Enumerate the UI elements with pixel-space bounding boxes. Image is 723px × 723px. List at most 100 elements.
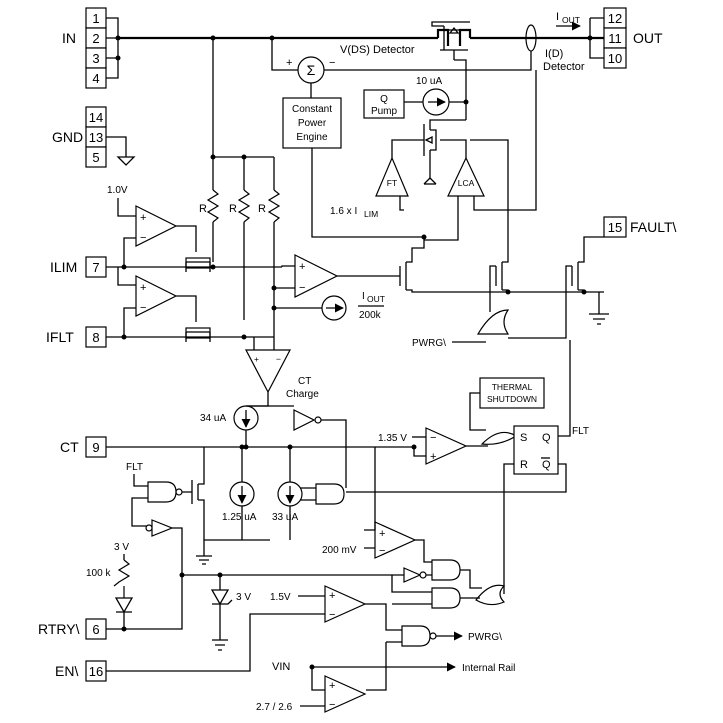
resistor-label-2: R <box>229 203 237 215</box>
flt-output-label: FLT <box>572 426 589 437</box>
svg-text:+: + <box>254 354 259 364</box>
pin-ct: 9 CT <box>60 436 107 458</box>
svg-text:LIM: LIM <box>364 209 378 219</box>
ft-amp-label: FT <box>387 178 397 188</box>
pin-out-label: OUT <box>633 30 663 46</box>
svg-text:OUT: OUT <box>562 15 580 25</box>
svg-text:−: − <box>379 545 385 557</box>
pin-2-number: 2 <box>92 31 99 46</box>
iflt-fet <box>185 327 211 339</box>
flt-input-label: FLT <box>126 462 143 473</box>
svg-text:16: 16 <box>89 664 103 679</box>
svg-text:Charge: Charge <box>286 389 319 400</box>
pin-iflt-label: IFLT <box>46 329 74 345</box>
r-100k-label: 100 k <box>86 568 111 579</box>
v-1v5-label: 1.5V <box>270 592 291 603</box>
iout-label: I <box>556 11 559 23</box>
svg-text:+: + <box>430 451 436 463</box>
pin-rtry: 6 RTRY\ <box>38 618 107 640</box>
pin-in-label: IN <box>62 30 76 46</box>
pin-13-number: 13 <box>89 130 103 145</box>
vin-label: VIN <box>272 661 290 673</box>
pin-group-out: 12 11 10 OUT <box>603 7 663 69</box>
svg-text:8: 8 <box>92 330 99 345</box>
svg-text:SHUTDOWN: SHUTDOWN <box>487 394 537 404</box>
pin-ilim: 7 ILIM <box>50 256 107 278</box>
v-3v-label: 3 V <box>114 542 129 553</box>
src-33ua-label: 33 uA <box>272 512 298 523</box>
ct-charge-label: CT <box>298 376 311 387</box>
internal-rail-label: Internal Rail <box>462 663 515 674</box>
svg-text:+: + <box>329 590 335 602</box>
svg-text:−: − <box>430 432 436 444</box>
zener-3v-label: 3 V <box>236 592 251 603</box>
svg-text:+: + <box>299 261 305 273</box>
pin-en-label: EN\ <box>55 663 78 679</box>
gate-control: FT LCA 1.6 x I LIM <box>330 70 537 241</box>
svg-text:Q: Q <box>380 94 388 105</box>
sum-symbol: Σ <box>307 62 316 78</box>
pwrg-input-label: PWRG\ <box>412 338 446 349</box>
v-200mv-label: 200 mV <box>322 545 357 556</box>
thermal-label: THERMAL <box>492 382 533 392</box>
svg-text:R: R <box>520 459 528 471</box>
svg-text:OUT: OUT <box>367 294 385 304</box>
svg-text:−: − <box>140 302 146 314</box>
pin-rtry-label: RTRY\ <box>38 621 80 637</box>
svg-text:Engine: Engine <box>296 132 328 143</box>
resistor-label-3: R <box>258 203 266 215</box>
svg-text:Q: Q <box>542 459 551 471</box>
pin-1-number: 1 <box>92 11 99 26</box>
constant-power-engine: Constant Power Engine <box>282 97 424 238</box>
pin-4-number: 4 <box>92 71 99 86</box>
iout-div-label: I <box>362 291 365 302</box>
pin-14-number: 14 <box>89 110 103 125</box>
svg-text:+: + <box>329 680 335 692</box>
src-10ua-label: 10 uA <box>416 76 442 87</box>
ground-symbol <box>106 136 136 166</box>
fault-latch: THERMAL SHUTDOWN 1.35 V − + S R Q Q FLT <box>346 340 589 493</box>
v-1v35-label: 1.35 V <box>378 433 407 444</box>
ilim-factor-label: 1.6 x I <box>330 206 357 217</box>
pin-ilim-label: ILIM <box>50 259 77 275</box>
svg-text:+: + <box>379 528 385 540</box>
pin-group-in: 1 2 3 4 IN <box>62 7 107 89</box>
id-detector-label: I(D) <box>545 48 563 60</box>
svg-text:7: 7 <box>92 260 99 275</box>
v-27-26-label: 2.7 / 2.6 <box>256 702 293 713</box>
pin-5-number: 5 <box>92 150 99 165</box>
resistor-label-1: R <box>199 203 207 215</box>
svg-text:Pump: Pump <box>371 106 398 117</box>
pin-3-number: 3 <box>92 51 99 66</box>
ilim-buffer: 1.0V + − <box>106 185 282 272</box>
current-limit-amp: + − I OUT 200k <box>271 254 400 321</box>
svg-text:Detector: Detector <box>543 61 585 73</box>
svg-text:6: 6 <box>92 622 99 637</box>
rtry-network: 3 V 100 k 3 V <box>86 542 251 651</box>
pin-ct-label: CT <box>60 439 79 455</box>
svg-text:S: S <box>520 432 527 444</box>
iflt-buffer: + − <box>106 267 274 342</box>
svg-text:−: − <box>329 699 335 711</box>
svg-text:9: 9 <box>92 440 99 455</box>
vds-detector-label: V(DS) Detector <box>340 44 415 56</box>
ct-charge: + − CT Charge 34 uA <box>106 337 414 488</box>
svg-text:Q: Q <box>542 432 551 444</box>
src-125ua-label: 1.25 uA <box>222 512 257 523</box>
pin-iflt: 8 IFLT <box>46 326 107 348</box>
charge-pump: Q Pump 10 uA <box>363 59 469 120</box>
pass-mosfet <box>431 21 472 60</box>
svg-text:−: − <box>140 232 146 244</box>
svg-text:+: + <box>140 282 146 294</box>
svg-text:Power: Power <box>298 118 327 129</box>
svg-text:15: 15 <box>608 220 622 235</box>
pin-fault-label: FAULT\ <box>630 219 677 235</box>
control-fets: PWRG\ <box>399 139 609 349</box>
v-1v0-label: 1.0V <box>107 185 128 196</box>
svg-text:200k: 200k <box>359 310 382 321</box>
svg-text:−: − <box>329 609 335 621</box>
pin-12-number: 12 <box>608 11 622 26</box>
svg-text:+: + <box>286 57 292 69</box>
ilim-fet <box>185 257 211 269</box>
